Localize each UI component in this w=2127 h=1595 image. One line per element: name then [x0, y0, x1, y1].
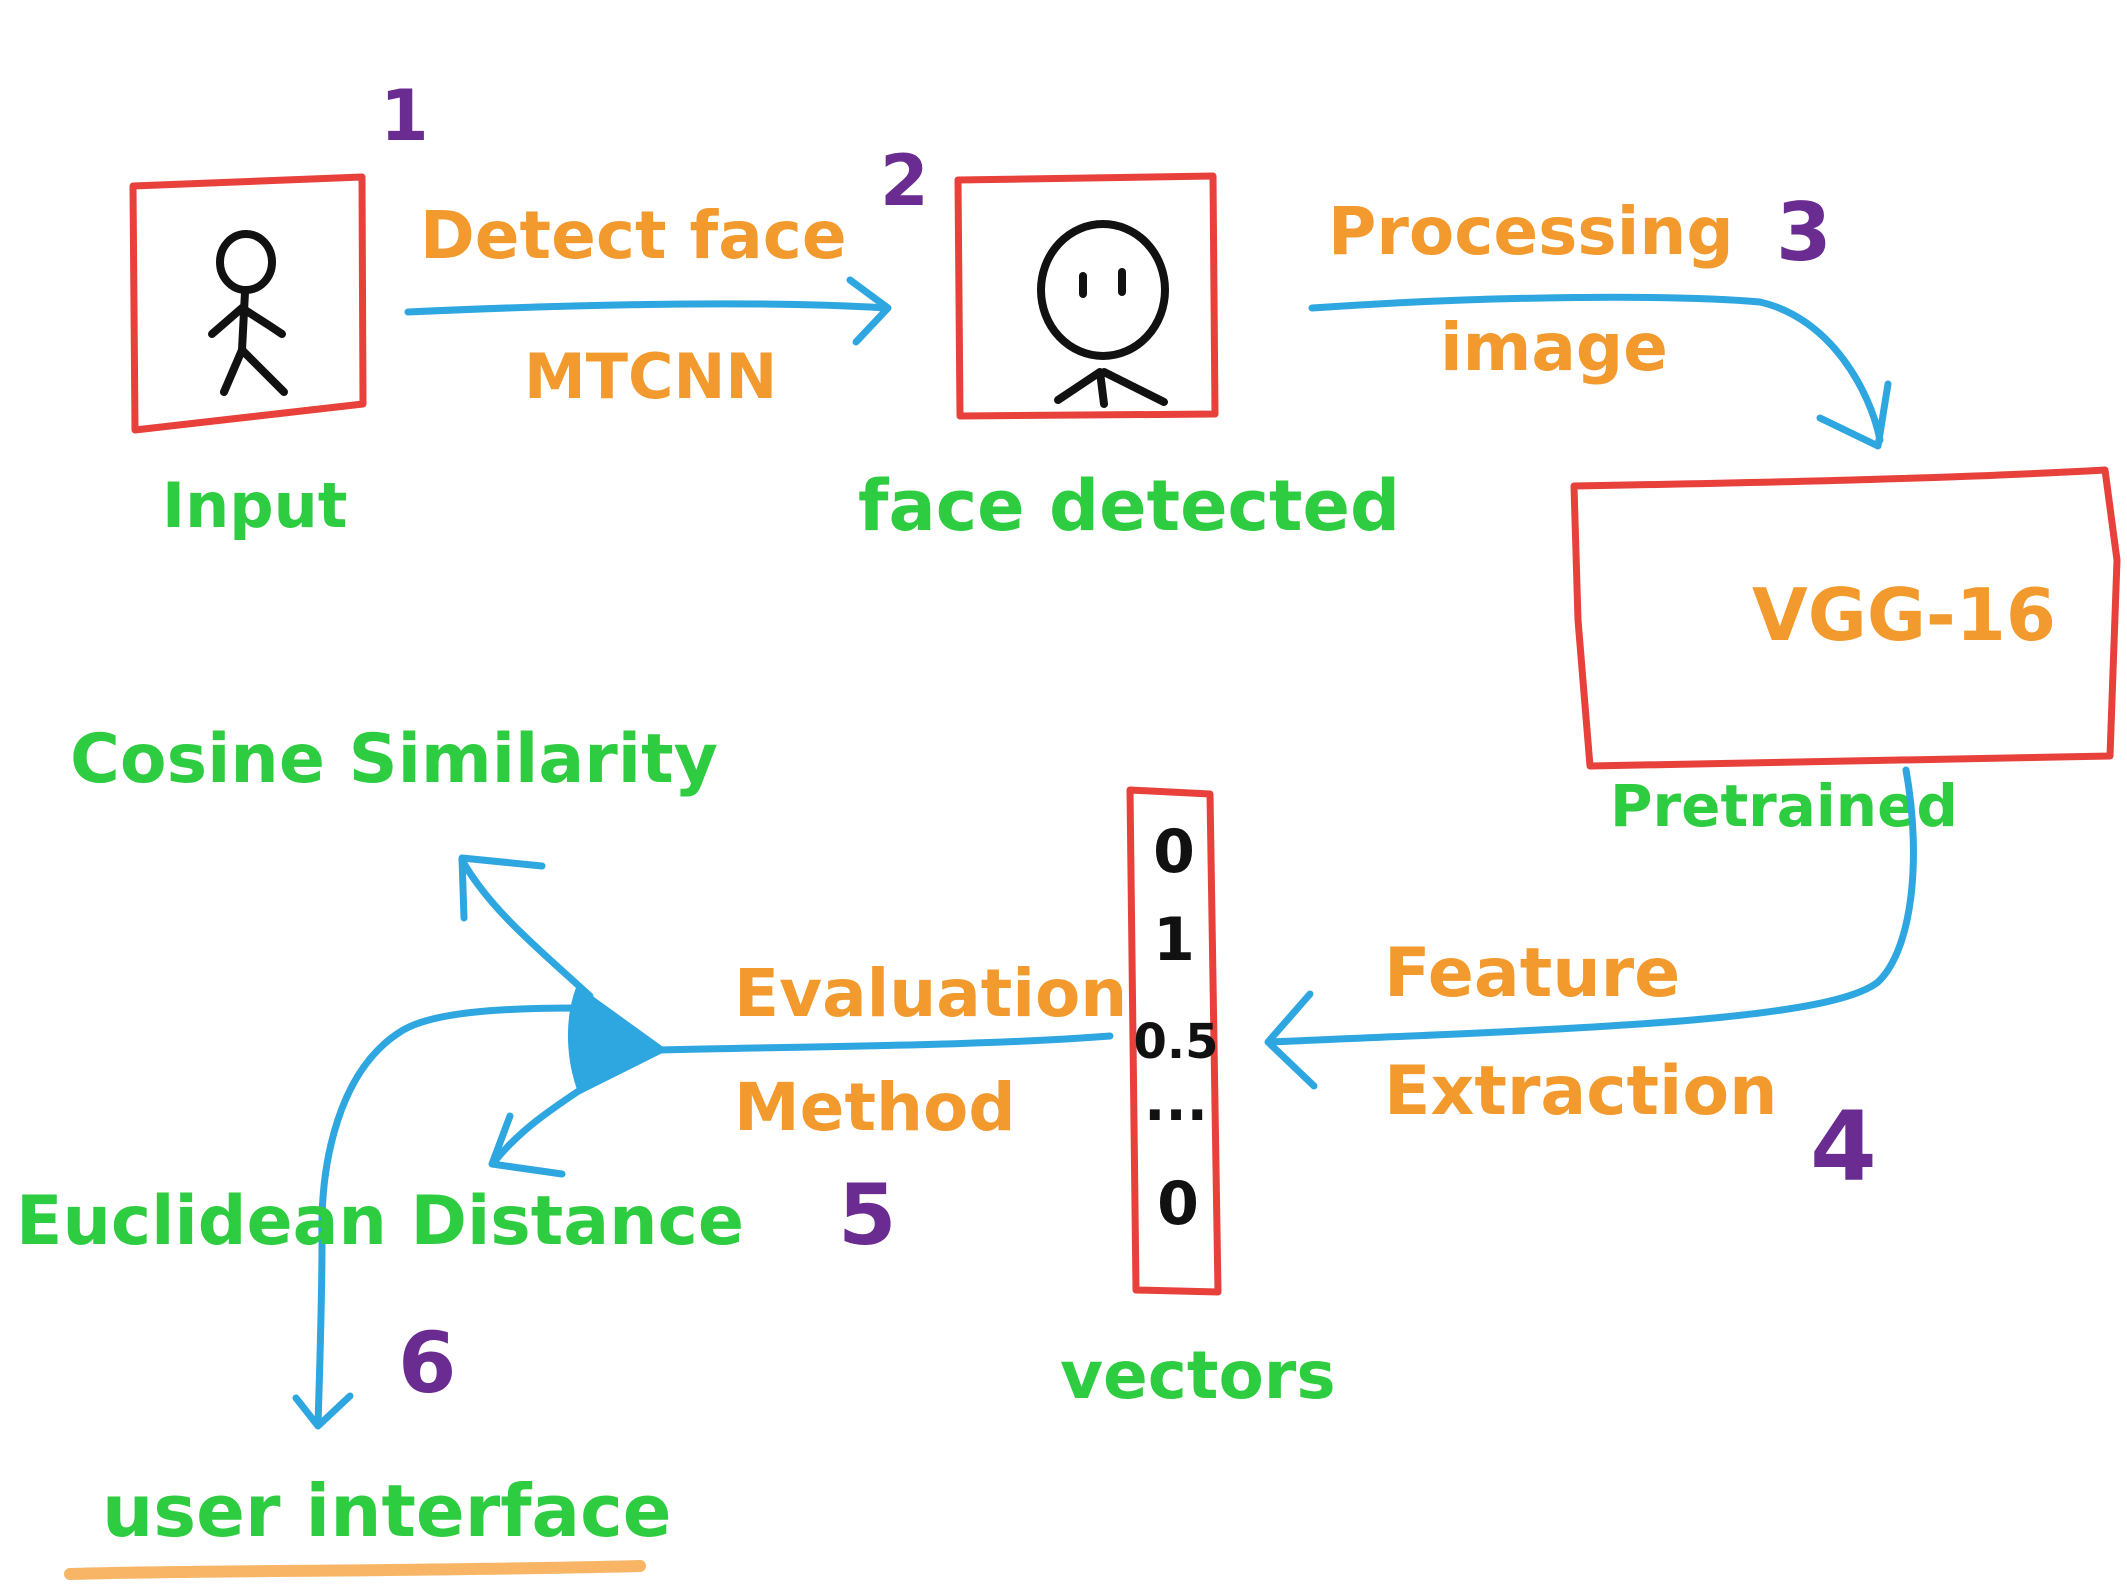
extraction-label: Extraction [1384, 1052, 1778, 1131]
feature-label: Feature [1384, 934, 1680, 1013]
vector-value-0: 0 [1153, 817, 1195, 887]
input-node: Input [129, 173, 367, 542]
face-detected-box [954, 172, 1219, 420]
split-triangle [567, 986, 666, 1094]
vectors-node: 0 1 0.5 ... 0 vectors [1060, 786, 1336, 1414]
user-interface-underline [64, 1560, 646, 1580]
mtcnn-label: MTCNN [524, 340, 777, 413]
vector-value-1: 1 [1153, 905, 1195, 975]
cosine-similarity-label: Cosine Similarity [70, 720, 718, 799]
face-detected-node: face detected [858, 172, 1400, 547]
processing-arrow [1308, 293, 1892, 450]
vector-value-4: 0 [1157, 1169, 1199, 1239]
input-box [129, 173, 367, 434]
detect-face-arrow [404, 276, 892, 346]
pretrained-label: Pretrained [1610, 772, 1958, 840]
step-number-2: 2 [880, 140, 929, 222]
user-interface-label: user interface [102, 1469, 672, 1553]
step-number-6: 6 [398, 1314, 456, 1412]
evaluation-arrow [656, 1032, 1114, 1054]
user-interface-node: user interface [64, 1469, 672, 1580]
step-number-1: 1 [380, 75, 429, 157]
vector-value-3: ... [1144, 1069, 1208, 1134]
vectors-box [1126, 786, 1222, 1296]
detect-face-label: Detect face [420, 197, 847, 274]
input-label: Input [162, 469, 347, 542]
evaluation-label: Evaluation [734, 955, 1127, 1032]
method-label: Method [734, 1069, 1016, 1146]
processing-label: Processing [1328, 193, 1734, 270]
vector-value-2: 0.5 [1133, 1014, 1218, 1070]
face-icon [1037, 220, 1169, 408]
vgg16-box [1570, 466, 2121, 770]
image-label: image [1440, 309, 1668, 386]
vectors-label: vectors [1060, 1337, 1336, 1414]
vgg16-label: VGG-16 [1752, 573, 2056, 657]
stick-figure-icon [208, 230, 288, 396]
vgg16-node: VGG-16 Pretrained [1570, 466, 2121, 840]
step-number-3: 3 [1776, 186, 1832, 279]
step-number-5: 5 [838, 1166, 896, 1264]
evaluation-split-node [292, 854, 666, 1430]
step-number-4: 4 [1810, 1091, 1877, 1203]
face-detected-label: face detected [858, 465, 1400, 547]
euclidean-distance-label: Euclidean Distance [16, 1182, 744, 1261]
feature-extraction-arrow [1264, 766, 1917, 1090]
